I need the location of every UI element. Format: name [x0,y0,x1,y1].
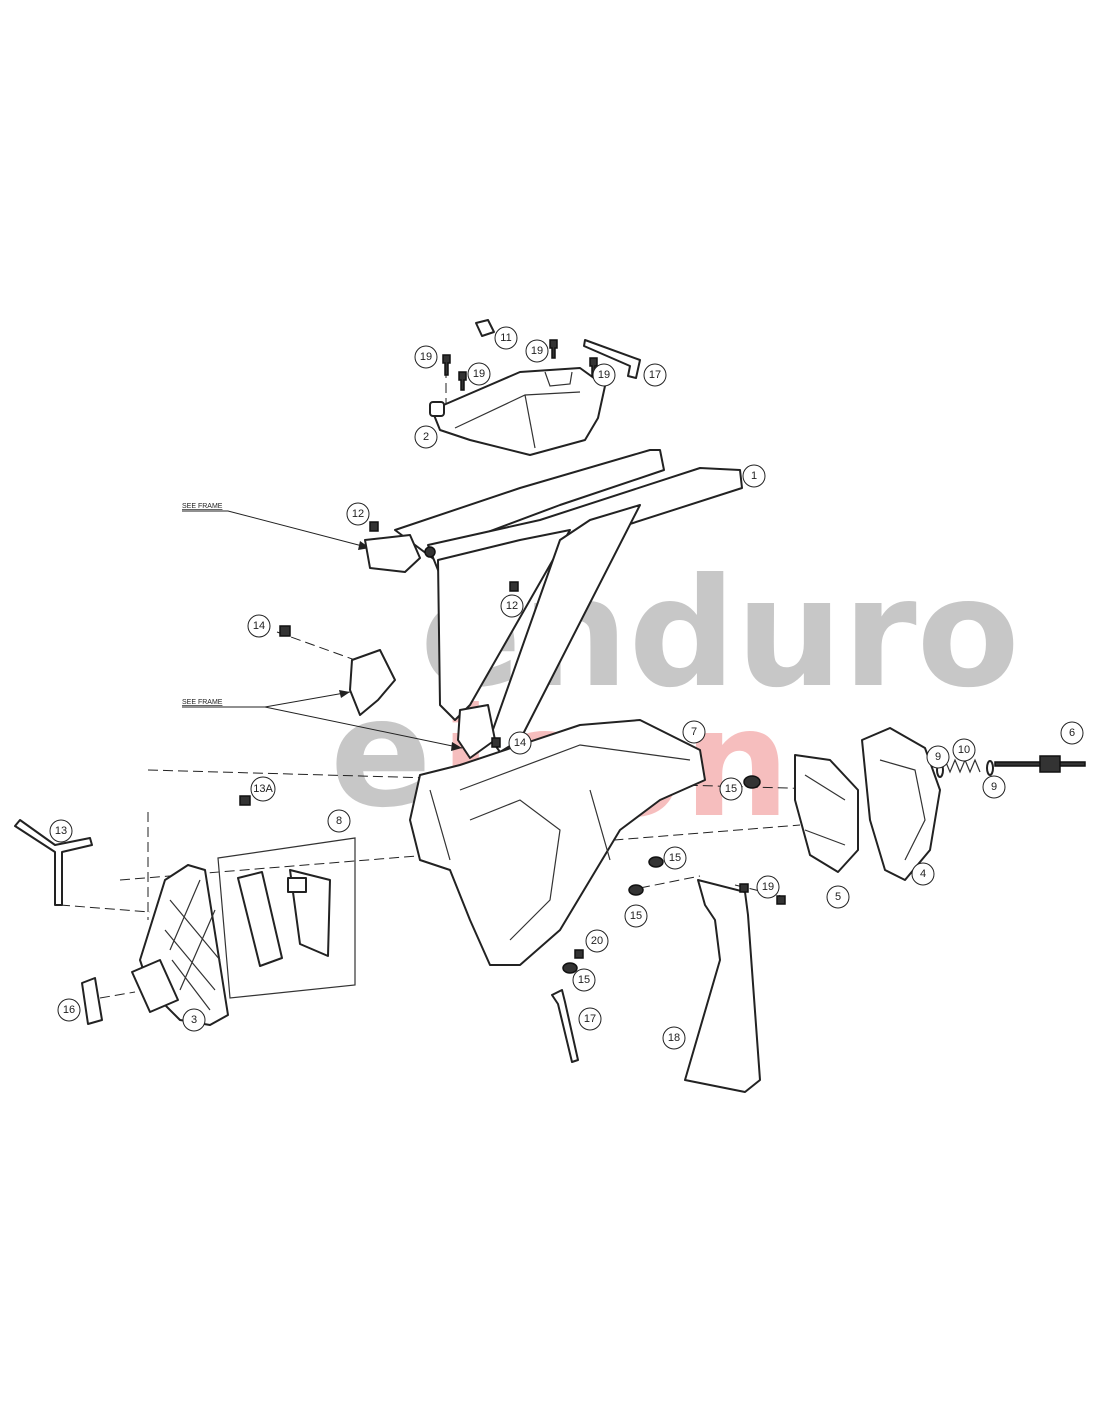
part-number-callout: 11 [494,326,518,350]
svg-text:14: 14 [514,737,526,749]
svg-text:9: 9 [935,751,941,763]
battery-strap-lower [551,989,579,1063]
filter-bolt [994,755,1086,773]
part-number-callout: 17 [578,1007,602,1031]
intake-boot [131,864,229,1026]
hose-clamp [81,977,103,1025]
svg-text:12: 12 [506,600,518,612]
see-frame-reference-top: SEE FRAME [182,503,371,550]
part-number-callout: 19 [756,875,780,899]
part-number-callout: 5 [826,885,850,909]
part-number-callout: 14 [508,731,532,755]
svg-text:1: 1 [751,470,757,482]
svg-text:5: 5 [835,891,841,903]
svg-text:15: 15 [578,974,590,986]
bolt [239,795,251,806]
svg-text:15: 15 [630,910,642,922]
svg-text:17: 17 [584,1013,596,1025]
svg-text:17: 17 [649,369,661,381]
clip [475,319,495,337]
part-number-callout: 15 [719,777,743,801]
svg-text:15: 15 [725,783,737,795]
part-number-callout: 19 [525,339,549,363]
part-number-callout: 12 [500,594,524,618]
see-frame-reference-bottom: SEE FRAME [182,690,463,751]
subframe [349,449,743,759]
svg-text:20: 20 [591,935,603,947]
airbox [409,719,706,966]
svg-text:16: 16 [63,1004,75,1016]
part-number-callout: 18 [662,1026,686,1050]
svg-text:13A: 13A [253,783,273,795]
svg-text:19: 19 [531,345,543,357]
part-number-callout: 9 [926,745,950,769]
svg-text:6: 6 [1069,727,1075,739]
svg-text:14: 14 [253,620,265,632]
part-number-callout: 9 [982,775,1006,799]
see-frame-label: SEE FRAME [182,503,223,510]
battery-screws [442,339,598,391]
svg-text:8: 8 [336,815,342,827]
part-number-callout: 1 [742,464,766,488]
svg-text:18: 18 [668,1032,680,1044]
part-number-callout: 15 [663,846,687,870]
part-number-callout: 19 [467,362,491,386]
part-number-callout: 13 [49,819,73,843]
filter-cage [794,754,859,873]
svg-text:19: 19 [598,369,610,381]
svg-text:13: 13 [55,825,67,837]
part-number-callout: 15 [572,968,596,992]
part-number-callout: 2 [414,425,438,449]
part-number-callout: 14 [247,614,271,638]
svg-text:4: 4 [920,868,926,880]
part-number-callout: 6 [1060,721,1084,745]
air-filter-assembly [217,837,356,999]
part-number-callout: 19 [592,363,616,387]
svg-text:19: 19 [762,881,774,893]
part-number-callout: 20 [585,929,609,953]
svg-text:12: 12 [352,508,364,520]
svg-text:7: 7 [691,726,697,738]
see-frame-label: SEE FRAME [182,699,223,706]
part-number-callout: 13A [250,776,276,802]
part-number-callout: 3 [182,1008,206,1032]
svg-text:3: 3 [191,1014,197,1026]
part-number-callout: 7 [682,720,706,744]
subframe-bolts [279,521,519,748]
battery-strap [583,339,641,379]
filter-element [861,727,941,881]
grommets [562,775,761,974]
svg-text:9: 9 [991,781,997,793]
part-number-callout: 12 [346,502,370,526]
part-number-callout: 10 [952,738,976,762]
part-number-callout: 15 [624,904,648,928]
rear-mudguard [684,879,761,1093]
fender-screws [574,883,786,959]
svg-text:15: 15 [669,852,681,864]
breather-tube [14,819,93,906]
svg-text:2: 2 [423,431,429,443]
svg-text:19: 19 [420,351,432,363]
part-number-callout: 17 [643,363,667,387]
svg-text:19: 19 [473,368,485,380]
part-number-callout: 4 [911,862,935,886]
part-number-callout: 19 [414,345,438,369]
svg-text:10: 10 [958,744,970,756]
part-number-callout: 8 [327,809,351,833]
battery-box [429,367,606,456]
part-number-callout: 16 [57,998,81,1022]
svg-text:11: 11 [500,332,511,344]
filter-spring [936,758,994,778]
